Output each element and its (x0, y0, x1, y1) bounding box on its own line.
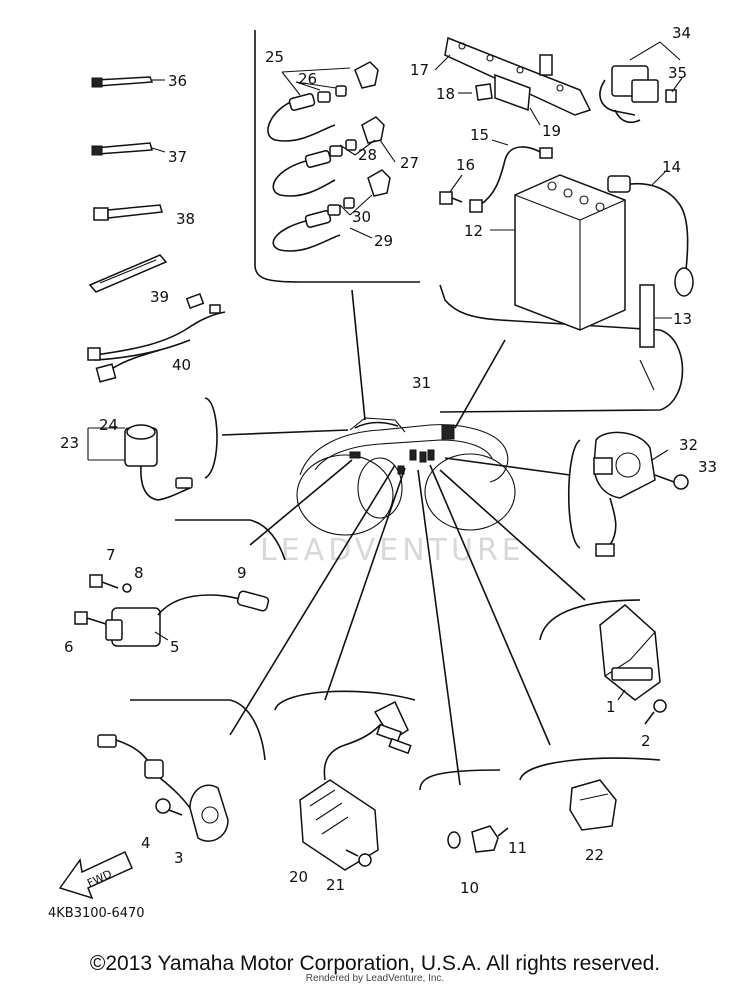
callout-32: 32 (679, 436, 698, 454)
callout-13: 13 (673, 310, 692, 328)
parts-20-21-rectifier-regulator (299, 700, 412, 871)
rendered-by-credit: Rendered by LeadVenture, Inc. (305, 973, 445, 984)
callout-34: 34 (672, 24, 691, 42)
part-15-minus-lead (469, 139, 553, 213)
callout-8: 8 (134, 564, 144, 582)
callout-25: 25 (265, 48, 284, 66)
parts-3-4-pickup-coil (97, 734, 229, 842)
leader-lines (221, 289, 586, 786)
part-38-band (93, 204, 163, 221)
callout-10: 10 (460, 879, 479, 897)
part-40-sub-wire-harness (87, 292, 226, 383)
callout-21: 21 (326, 876, 345, 894)
diagram-code: 4KB3100-6470 (48, 906, 145, 921)
callout-3: 3 (174, 849, 184, 867)
callout-30: 30 (352, 208, 371, 226)
callout-20: 20 (289, 868, 308, 886)
parts-25-30-plug-leads (267, 61, 396, 252)
watermark: LEADVENTURE (260, 533, 525, 568)
callout-36: 36 (168, 72, 187, 90)
callout-23: 23 (60, 434, 79, 452)
parts-23-24-main-switch (87, 424, 193, 501)
battery-location-mark (441, 424, 455, 440)
part-16-bolt (439, 174, 463, 205)
callout-17: 17 (410, 61, 429, 79)
callout-19: 19 (542, 122, 561, 140)
callout-labels: 1 2 3 4 5 6 7 8 9 10 11 12 13 14 15 16 1… (60, 24, 717, 897)
part-12-battery (490, 174, 626, 331)
parts-34-35-starter-relay (599, 41, 683, 124)
part-22-cover (569, 779, 617, 831)
callout-28: 28 (358, 146, 377, 164)
parts-5-9-ignition-coil (74, 574, 270, 647)
callout-35: 35 (668, 64, 687, 82)
callout-22: 22 (585, 846, 604, 864)
parts-10-11-neutral-switch (447, 825, 509, 853)
callout-31: 31 (412, 374, 431, 392)
group-brackets (130, 30, 684, 791)
callout-16: 16 (456, 156, 475, 174)
callout-5: 5 (170, 638, 180, 656)
copyright-notice: ©2013 Yamaha Motor Corporation, U.S.A. A… (89, 952, 661, 975)
callout-15: 15 (470, 126, 489, 144)
callout-6: 6 (64, 638, 74, 656)
callout-14: 14 (662, 158, 681, 176)
part-36-cable-tie (91, 76, 165, 88)
callout-33: 33 (698, 458, 717, 476)
callout-11: 11 (508, 839, 527, 857)
callout-18: 18 (436, 85, 455, 103)
callout-4: 4 (141, 834, 151, 852)
part-13-breather-pipe (639, 284, 672, 391)
parts-17-19-bracket (434, 36, 592, 126)
fwd-direction-arrow: FWD (58, 850, 133, 900)
part-39-holder (88, 254, 168, 293)
callout-29: 29 (374, 232, 393, 250)
parts-32-33-handlebar-switch (593, 431, 689, 557)
callout-39: 39 (150, 288, 169, 306)
callout-7: 7 (106, 546, 116, 564)
callout-24: 24 (99, 416, 118, 434)
callout-40: 40 (172, 356, 191, 374)
callout-37: 37 (168, 148, 187, 166)
callout-9: 9 (237, 564, 247, 582)
callout-38: 38 (176, 210, 195, 228)
callout-26: 26 (298, 70, 317, 88)
atv-silhouette (296, 417, 516, 536)
callout-27: 27 (400, 154, 419, 172)
parts-1-2-cdi-unit (599, 604, 667, 725)
callout-12: 12 (464, 222, 483, 240)
callout-1: 1 (606, 698, 616, 716)
part-37-cable-tie (91, 142, 166, 156)
part-14-battery-lead (607, 171, 694, 297)
callout-2: 2 (641, 732, 651, 750)
